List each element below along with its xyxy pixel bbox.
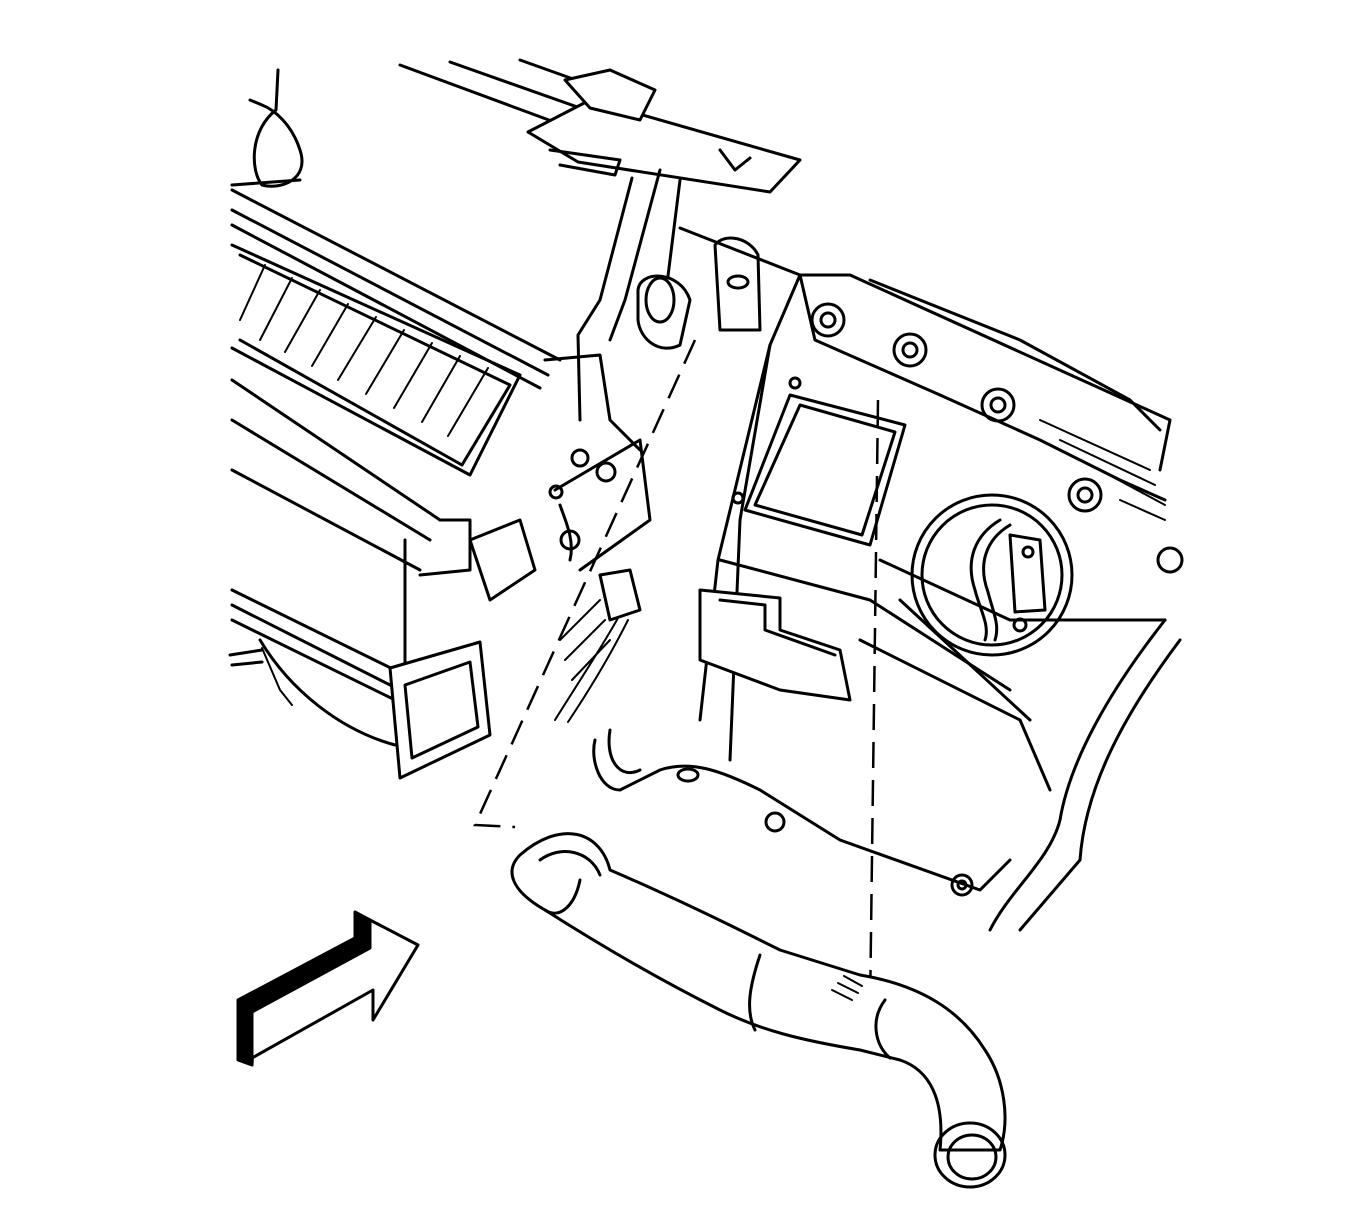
wiring-harness: [468, 353, 652, 723]
harness-icon: [468, 353, 652, 723]
view-direction-arrow: [236, 910, 420, 1067]
mounting-bracket: [398, 58, 802, 422]
case-panel: [678, 226, 1184, 932]
vent-grille-icon: [239, 264, 489, 437]
circle-opening-icon: [910, 493, 1074, 657]
view-direction-arrow-icon: [236, 910, 420, 1067]
blower-motor-opening: [910, 493, 1074, 657]
duct-hose: [510, 832, 1007, 1189]
lower-bracket: [592, 588, 1012, 897]
hose-icon: [510, 832, 1007, 1189]
hvac-module-housing: [228, 68, 562, 780]
